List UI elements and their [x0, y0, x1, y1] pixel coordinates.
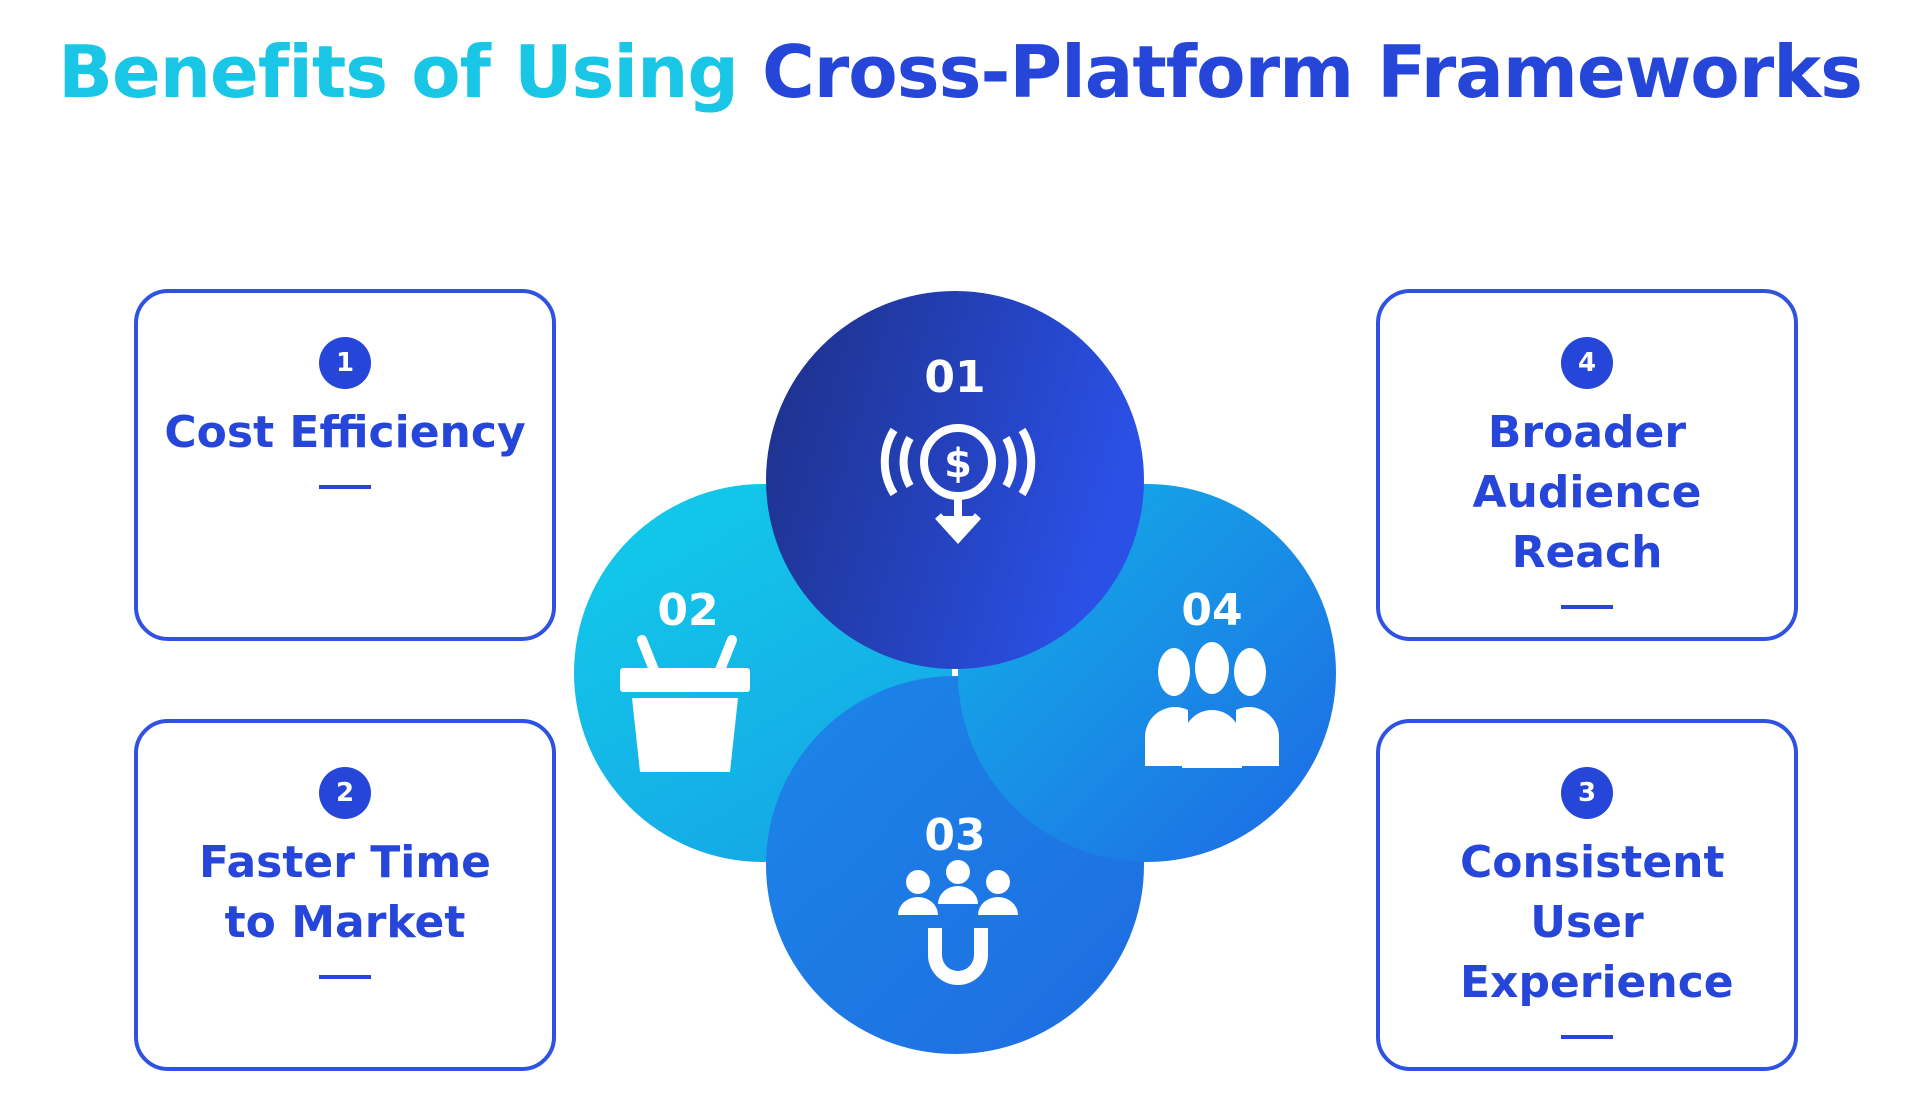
circle-01 [766, 291, 1144, 669]
basket-icon [620, 635, 750, 772]
card-label: Broader Audience Reach [1400, 403, 1774, 609]
card-label-text: Cost Efficiency [164, 407, 526, 458]
card-label: Cost Efficiency [158, 403, 532, 489]
card-number-badge: 1 [319, 337, 371, 389]
page-title: Benefits of Using Cross-Platform Framewo… [0, 30, 1920, 114]
card-label: Faster Time to Market [158, 833, 532, 979]
benefit-card-3: 3 Consistent User Experience [1376, 719, 1798, 1071]
card-label-text: Consistent User Experience [1460, 837, 1734, 1008]
card-divider [319, 975, 371, 979]
card-label-text: Broader Audience Reach [1472, 407, 1702, 578]
circle-number-01: 01 [924, 352, 985, 403]
group-icon [1145, 642, 1279, 768]
card-number-badge: 3 [1561, 767, 1613, 819]
card-label: Consistent User Experience [1400, 833, 1774, 1039]
benefit-card-4: 4 Broader Audience Reach [1376, 289, 1798, 641]
dollar-sign-glyph: $ [944, 441, 972, 487]
card-divider [1561, 1035, 1613, 1039]
title-part-1: Benefits of Using [58, 30, 739, 114]
benefit-card-2: 2 Faster Time to Market [134, 719, 556, 1071]
money-down-icon [880, 424, 1036, 544]
circle-number-02: 02 [657, 585, 718, 636]
circle-number-03: 03 [924, 810, 985, 861]
benefit-card-1: 1 Cost Efficiency [134, 289, 556, 641]
circle-number-04: 04 [1181, 585, 1242, 636]
card-number-badge: 4 [1561, 337, 1613, 389]
four-circle-diagram: 01 02 03 04 $ [574, 291, 1336, 1054]
card-divider [1561, 605, 1613, 609]
title-part-2: Cross-Platform Frameworks [761, 30, 1863, 114]
card-number-badge: 2 [319, 767, 371, 819]
card-divider [319, 485, 371, 489]
card-label-text: Faster Time to Market [198, 837, 492, 948]
user-magnet-icon [898, 860, 1018, 985]
